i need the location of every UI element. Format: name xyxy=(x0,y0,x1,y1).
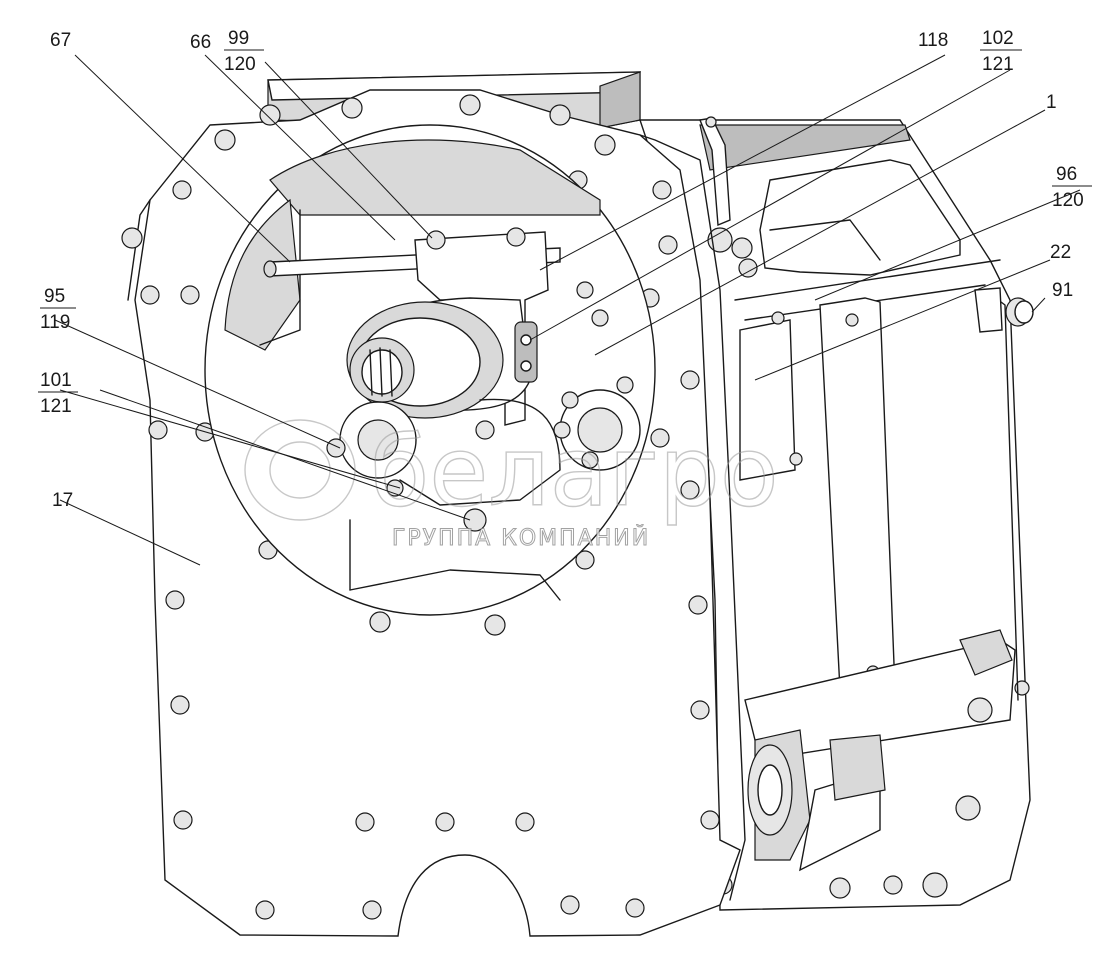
callout-1: 1 xyxy=(1046,92,1057,113)
callout-102-121: 102 121 xyxy=(980,28,1022,75)
callout-99-120: 99 120 xyxy=(224,28,264,75)
callout-96-120-top: 96 xyxy=(1056,164,1077,185)
callout-99-120-bottom: 120 xyxy=(224,54,256,75)
callout-101-121-top: 101 xyxy=(40,370,72,391)
leader-lines xyxy=(54,54,1081,566)
callout-95-119-bottom: 119 xyxy=(40,312,70,333)
callout-101-121: 101 121 xyxy=(38,370,78,417)
callout-96-120: 96 120 xyxy=(1052,164,1092,211)
callout-102-121-top: 102 xyxy=(982,28,1014,49)
watermark: белагро ГРУППА КОМПАНИЙ xyxy=(244,415,779,552)
callout-101-121-bottom: 121 xyxy=(40,396,72,417)
callout-102-121-bottom: 121 xyxy=(982,54,1014,75)
callouts: 67 66 99 120 118 102 121 1 96 120 22 91 … xyxy=(38,28,1092,511)
watermark-subtitle: ГРУППА КОМПАНИЙ xyxy=(392,525,650,551)
callout-66: 66 xyxy=(190,32,211,53)
watermark-brand: белагро xyxy=(370,416,779,528)
callout-118: 118 xyxy=(918,30,948,51)
callout-95-119: 95 119 xyxy=(40,286,76,333)
callout-22: 22 xyxy=(1050,242,1071,263)
side-housing xyxy=(639,116,1034,911)
callout-95-119-top: 95 xyxy=(44,286,65,307)
callout-99-120-top: 99 xyxy=(228,28,249,49)
callout-17: 17 xyxy=(52,490,73,511)
callout-67: 67 xyxy=(50,30,71,51)
callout-91: 91 xyxy=(1052,280,1073,301)
callout-96-120-bottom: 120 xyxy=(1052,190,1084,211)
